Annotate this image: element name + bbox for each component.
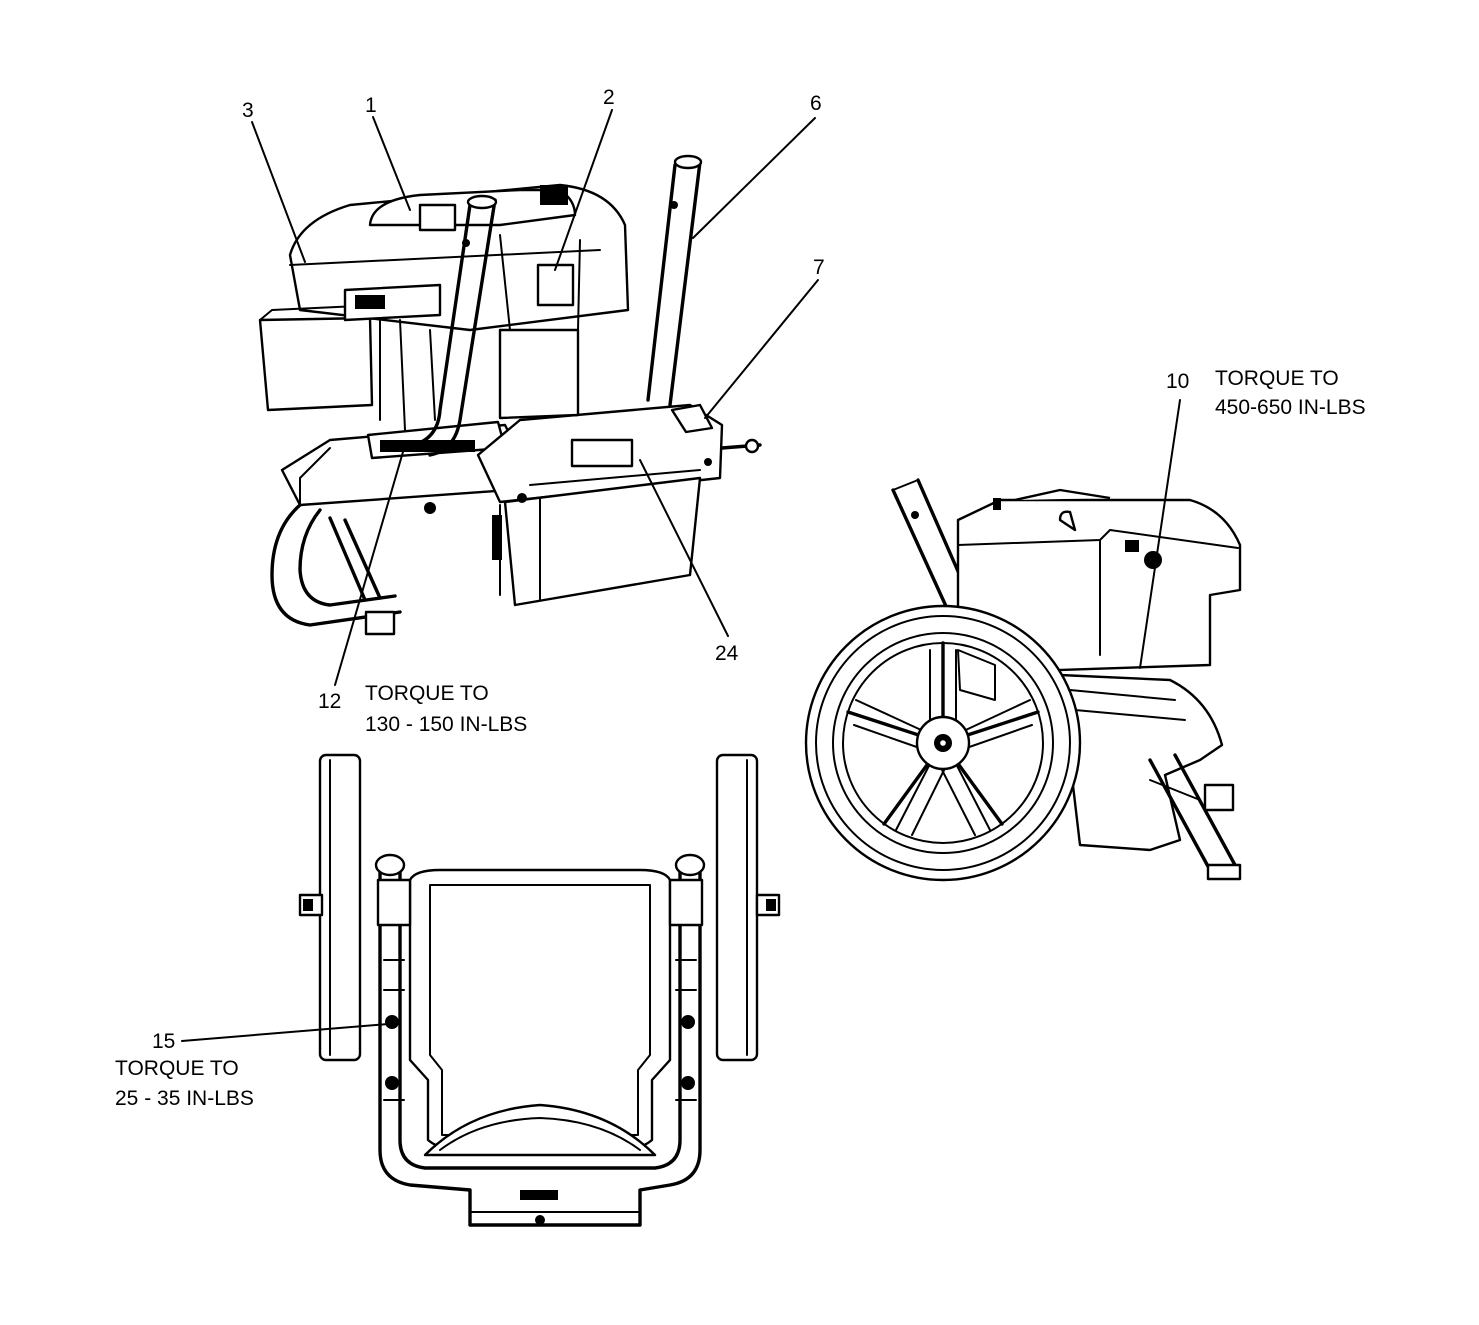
frame-outer	[378, 868, 702, 1227]
callout-7: 7	[813, 256, 825, 279]
right-wheel	[715, 753, 759, 1062]
callout-24: 24	[715, 642, 739, 665]
item10-bolt	[1144, 551, 1162, 569]
engine-label	[536, 263, 575, 307]
frame-tube	[270, 503, 402, 627]
leader-7	[704, 279, 819, 419]
side-chassis	[1058, 673, 1224, 852]
torque-note-12-line2: 130 - 150 IN-LBS	[365, 713, 527, 736]
top-view	[298, 753, 781, 1227]
leader-3	[251, 121, 306, 263]
torque-note-15-line1: TORQUE TO	[115, 1057, 239, 1080]
leader-lines	[181, 109, 1181, 1042]
callout-10: 10	[1166, 370, 1189, 393]
leader-24	[639, 459, 729, 637]
torque-note-15-line2: 25 - 35 IN-LBS	[115, 1087, 254, 1110]
callouts: 3 1 2 6 7 10 12 15 24	[152, 86, 1189, 1053]
left-handle	[408, 203, 472, 448]
pump-body	[503, 476, 702, 607]
left-wheel	[318, 753, 362, 1062]
side-handle	[891, 488, 952, 617]
perspective-view	[258, 154, 762, 636]
right-handle	[646, 163, 677, 402]
torque-note-12-line1: TORQUE TO	[365, 682, 489, 705]
torque-note-10-line1: TORQUE TO	[1215, 367, 1339, 390]
muffler	[258, 316, 374, 412]
item15-bolt-left	[385, 1015, 399, 1029]
side-view	[804, 478, 1242, 882]
leader-10	[1139, 399, 1181, 669]
leader-15	[181, 1023, 389, 1042]
callout-3: 3	[242, 99, 254, 122]
leader-2	[554, 109, 613, 271]
callout-12: 12	[318, 690, 341, 713]
frame-foot	[364, 610, 396, 636]
callout-15: 15	[152, 1030, 175, 1053]
leader-1	[372, 116, 411, 211]
torque-notes: TORQUE TO 450-650 IN-LBS TORQUE TO 130 -…	[115, 367, 1366, 1110]
leader-12	[334, 444, 406, 686]
pump-label	[570, 438, 634, 468]
callout-1: 1	[365, 94, 377, 117]
frame-curved-crossbar	[423, 1103, 657, 1157]
callout-6: 6	[810, 92, 822, 115]
callout-2: 2	[603, 86, 615, 109]
item15-bolt-right	[681, 1015, 695, 1029]
leader-6	[692, 117, 816, 239]
torque-note-10-line2: 450-650 IN-LBS	[1215, 396, 1366, 419]
